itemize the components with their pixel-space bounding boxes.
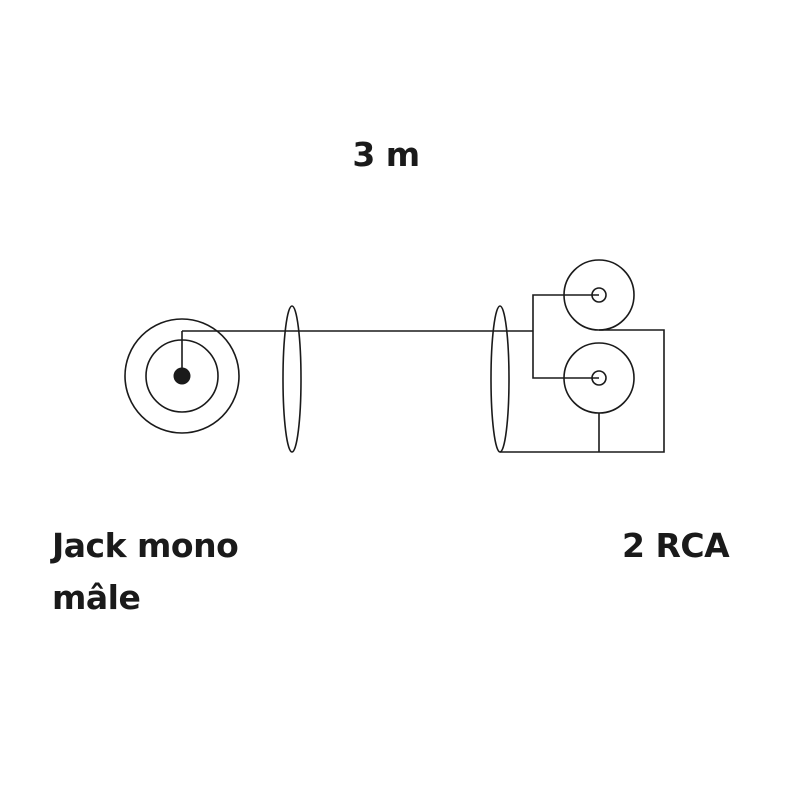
jack-label-line1: Jack mono [52, 526, 239, 565]
cable-ring-left [282, 305, 302, 453]
rca-connector-label: 2 RCA [622, 526, 730, 565]
cable-ring-right [490, 305, 510, 453]
jack-connector-icon [124, 318, 240, 434]
jack-connector-label: Jack mono mâle [52, 520, 239, 624]
ground-wires [500, 329, 665, 453]
split-wires [532, 294, 599, 379]
jack-label-line2: mâle [52, 578, 141, 617]
cable-length-label: 3 m [352, 135, 420, 174]
